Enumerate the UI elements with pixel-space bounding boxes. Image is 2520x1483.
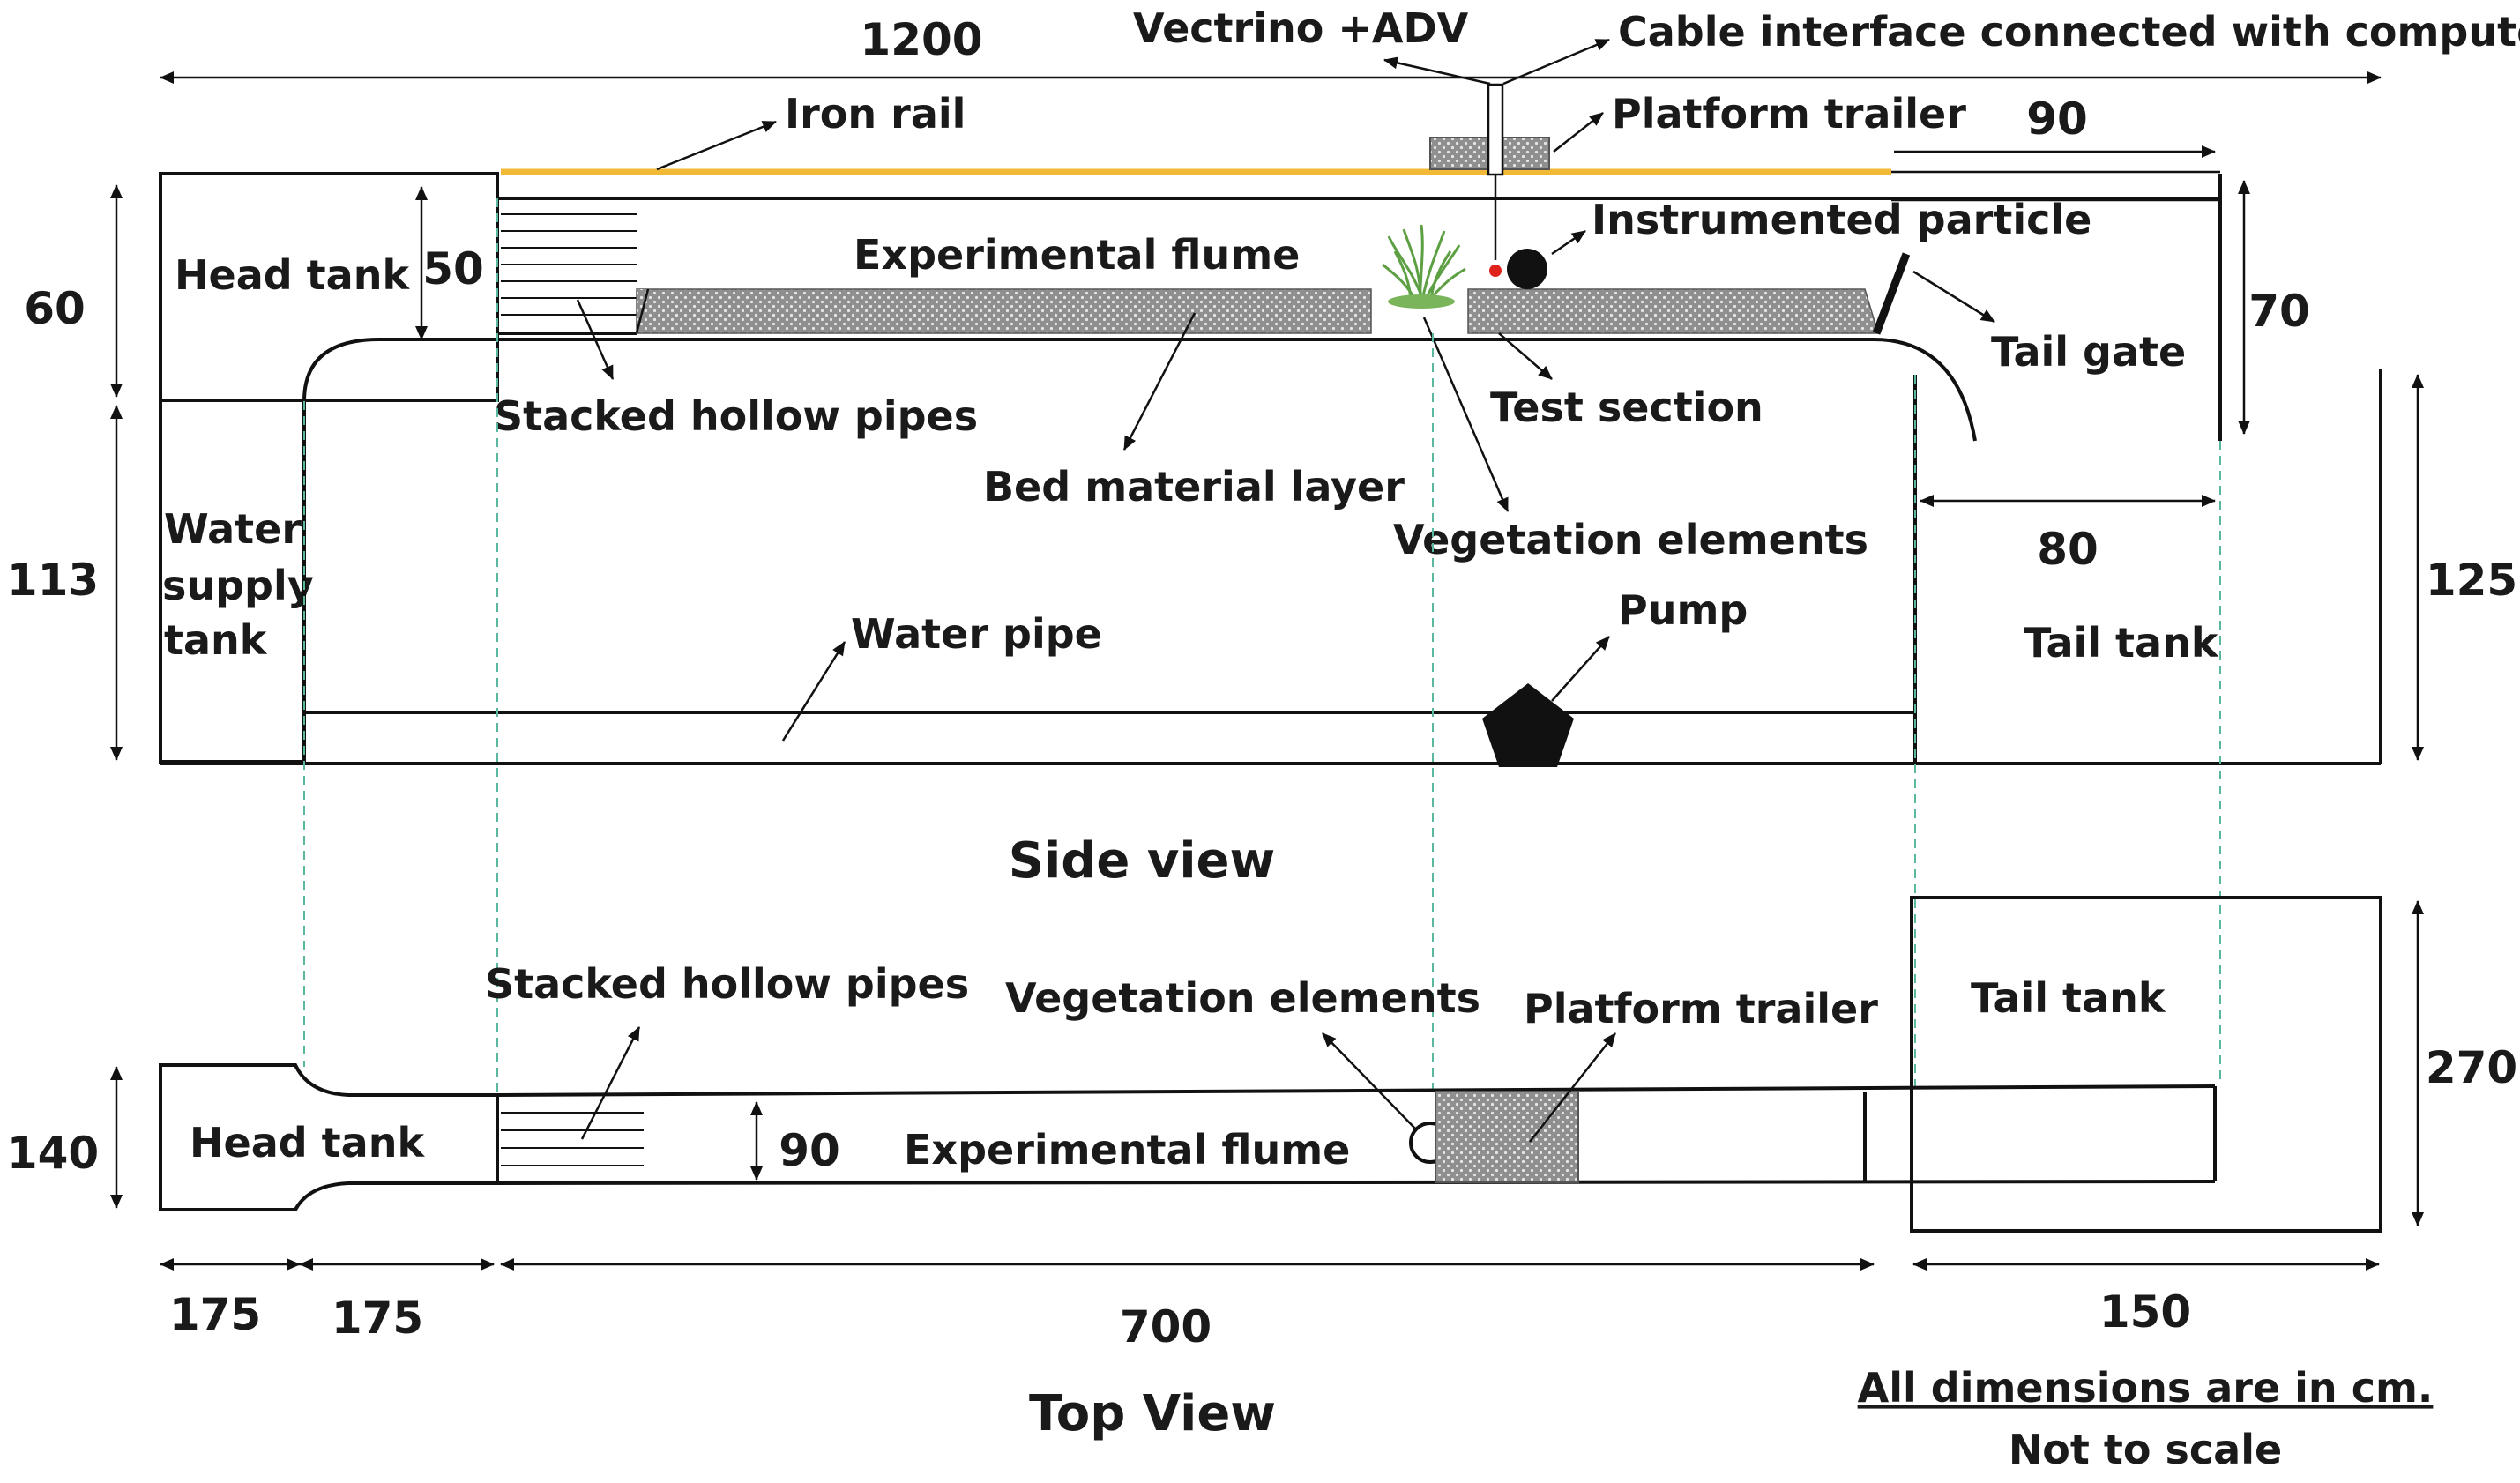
dim-head-tank-upper-height: 60 [24, 283, 86, 334]
dim-supply-tank-height: 113 [7, 555, 99, 606]
arrow-platform-trailer-side [1553, 112, 1604, 153]
label-vegetation-elements-side: Vegetation elements [1393, 516, 1868, 563]
arrow-vegetation-top [1322, 1032, 1416, 1129]
arrow-stacked-pipes-top [580, 1026, 641, 1140]
vectrino-probe [1487, 83, 1504, 176]
vegetation-elements-side [1382, 224, 1466, 305]
dim-transition-length: 175 [332, 1293, 423, 1344]
dim-tail-tank-width-top: 270 [2426, 1042, 2517, 1093]
arrow-water-pipe [781, 641, 846, 742]
note-scale: Not to scale [2009, 1426, 2282, 1473]
tail-gate [1872, 252, 1911, 335]
dim-tail-gap: 90 [2026, 93, 2088, 145]
dim-tail-tank-length: 150 [2099, 1286, 2191, 1338]
side-view: 1200 Vectrino +ADV Cable interface conne… [7, 4, 2520, 890]
label-test-section: Test section [1490, 384, 1763, 431]
label-water-supply-tank: Water [164, 505, 302, 553]
dim-head-tank-length: 175 [169, 1289, 261, 1340]
label-tail-tank-side: Tail tank [2024, 619, 2219, 667]
flume-top-wall-top-view [496, 1084, 2216, 1097]
projection-guides [303, 198, 2221, 1093]
caption-top-view: Top View [1029, 1385, 1276, 1442]
label-water-supply-tank-2: supply [162, 562, 314, 609]
arrow-vegetation-side [1422, 317, 1510, 512]
note-units: All dimensions are in cm. [1858, 1364, 2434, 1412]
arrow-bed-material [1122, 312, 1197, 451]
bed-ramp-edge [635, 288, 650, 334]
label-pump: Pump [1618, 586, 1748, 634]
stacked-hollow-pipes-top [501, 1112, 644, 1166]
vegetation-base [1388, 294, 1455, 309]
label-head-tank-side: Head tank [175, 251, 410, 299]
label-cable-interface: Cable interface connected with computer [1618, 8, 2520, 56]
particle-sensor-dot [1489, 265, 1502, 277]
label-bed-material-layer: Bed material layer [983, 463, 1405, 510]
label-water-supply-tank-3: tank [164, 616, 268, 664]
top-view: Head tank Stacked hollow pipes 90 Experi… [7, 896, 2517, 1442]
label-tail-tank-top: Tail tank [1971, 974, 2166, 1022]
label-stacked-hollow-pipes-side: Stacked hollow pipes [494, 392, 978, 440]
label-experimental-flume-side: Experimental flume [854, 231, 1300, 279]
head-tank-side [159, 172, 499, 402]
dim-tail-wall-height: 70 [2248, 286, 2310, 337]
label-tail-gate: Tail gate [1991, 328, 2186, 376]
dim-tail-tank-height: 125 [2426, 555, 2517, 606]
bed-material-layer-right [1467, 288, 1880, 334]
instrumented-particle [1507, 249, 1547, 289]
dim-flume-width: 90 [779, 1125, 840, 1176]
arrow-tail-gate [1912, 270, 1995, 324]
label-water-pipe: Water pipe [851, 610, 1102, 658]
arrow-cable [1502, 38, 1610, 86]
label-platform-trailer-side: Platform trailer [1612, 90, 1966, 138]
label-stacked-hollow-pipes-top: Stacked hollow pipes [485, 960, 969, 1008]
label-vectrino: Vectrino +ADV [1133, 4, 1469, 52]
label-iron-rail: Iron rail [785, 90, 966, 138]
arrow-instrumented-particle [1551, 229, 1586, 256]
label-platform-trailer-top: Platform trailer [1524, 985, 1878, 1032]
platform-trailer-top [1435, 1091, 1579, 1183]
stacked-hollow-pipes-side [501, 213, 637, 316]
label-head-tank-top: Head tank [190, 1119, 425, 1166]
label-experimental-flume-top: Experimental flume [904, 1126, 1350, 1174]
dim-flume-inlet-height: 50 [422, 243, 484, 294]
caption-side-view: Side view [1009, 832, 1276, 890]
dim-tail-tank-width: 80 [2037, 524, 2099, 575]
arrow-platform-trailer-top [1529, 1032, 1616, 1143]
arrow-pump [1551, 636, 1610, 702]
bed-material-layer [636, 288, 1372, 334]
dim-flume-length: 700 [1120, 1301, 1212, 1353]
return-conduit [302, 338, 1977, 762]
pump [1482, 683, 1574, 767]
label-vegetation-elements-top: Vegetation elements [1005, 974, 1480, 1022]
tail-tank-top [1910, 896, 2382, 1233]
flume-bottom-wall-top-view [496, 1180, 2216, 1185]
dim-total-length: 1200 [860, 14, 982, 65]
label-instrumented-particle: Instrumented particle [1592, 196, 2091, 243]
arrow-iron-rail [656, 120, 777, 171]
arrow-stacked-pipes-side [576, 299, 615, 380]
arrow-vectrino [1383, 56, 1491, 86]
dim-head-tank-width: 140 [7, 1128, 99, 1179]
